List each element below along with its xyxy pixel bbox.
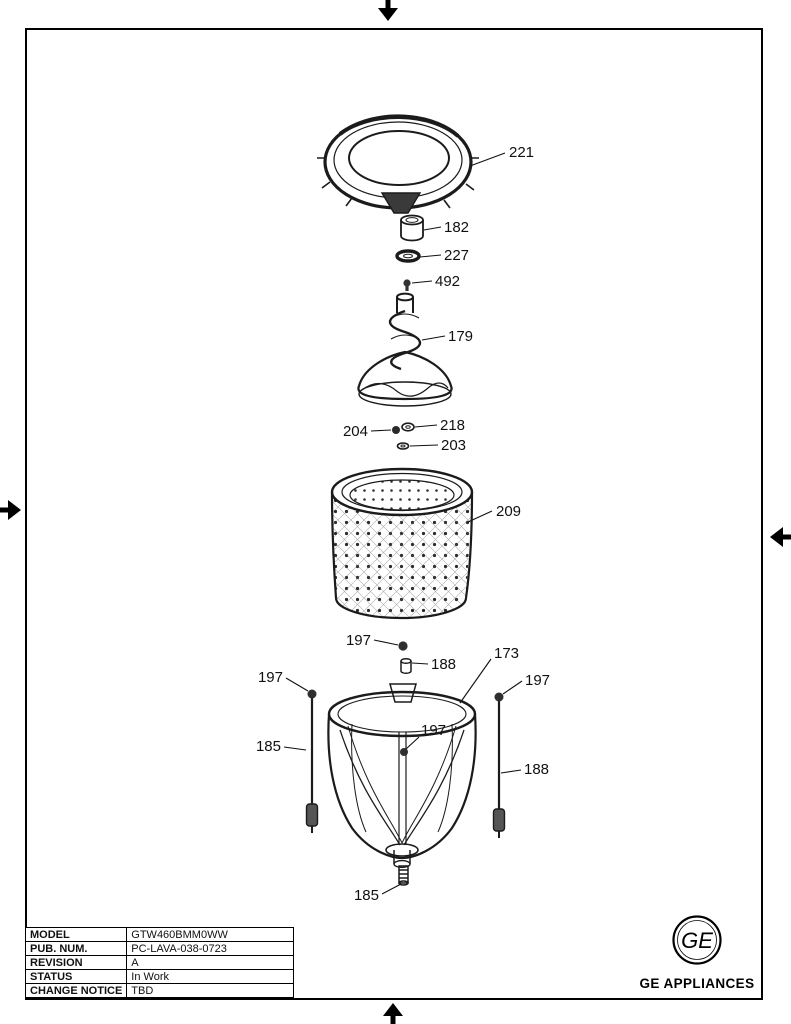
part-227-seal [395, 249, 421, 263]
title-block-label: REVISION [24, 955, 128, 970]
callout-221: 221 [509, 144, 534, 161]
registration-arrow-left [0, 500, 21, 520]
title-block-value: In Work [126, 969, 295, 984]
callout-218: 218 [440, 417, 465, 434]
ge-logo: GE GE APPLIANCES [640, 915, 755, 991]
part-197-bolt-tub [400, 748, 408, 756]
registration-arrow-top [378, 0, 398, 21]
part-218-washer [401, 422, 415, 432]
title-block-value: PC-LAVA-038-0723 [126, 941, 295, 956]
callout-185-bottom: 185 [354, 887, 379, 904]
callout-185-left: 185 [256, 738, 281, 755]
callout-492: 492 [435, 273, 460, 290]
part-221-tub-cover [317, 114, 479, 214]
callout-188-right: 188 [524, 761, 549, 778]
title-block-value: GTW460BMM0WW [126, 927, 295, 942]
callout-203: 203 [441, 437, 466, 454]
title-block-row-pubnum: PUB. NUM. PC-LAVA-038-0723 [24, 941, 295, 956]
ge-brand-text: GE APPLIANCES [640, 976, 755, 991]
part-197-bolt-basket [398, 641, 408, 651]
ge-monogram: GE [681, 928, 713, 953]
part-185-stem [398, 865, 409, 886]
part-203-washer [396, 442, 410, 450]
title-block-row-status: STATUS In Work [24, 969, 295, 984]
title-block-row-model: MODEL GTW460BMM0WW [24, 927, 295, 942]
ge-monogram-circle [672, 915, 722, 965]
part-185-rod-left [305, 689, 319, 833]
title-block-label: PUB. NUM. [24, 941, 128, 956]
part-188-rod-right [492, 692, 506, 838]
callout-197-left: 197 [258, 669, 283, 686]
callout-197-tub: 197 [421, 722, 446, 739]
title-block-row-changenotice: CHANGE NOTICE TBD [24, 983, 295, 998]
callout-227: 227 [444, 247, 469, 264]
title-block-value: A [126, 955, 295, 970]
callout-labels: 221 182 227 492 179 218 204 203 209 197 … [256, 144, 550, 904]
part-188-spacer-center [400, 657, 412, 675]
callout-188-center: 188 [431, 656, 456, 673]
callout-204: 204 [343, 423, 368, 440]
title-block-label: CHANGE NOTICE [24, 983, 128, 998]
part-209-basket [330, 467, 474, 620]
title-block-label: STATUS [24, 969, 128, 984]
part-492-fastener [403, 279, 411, 291]
title-block-value: TBD [126, 983, 295, 998]
part-173-tub [327, 683, 477, 869]
callout-197-basket: 197 [346, 632, 371, 649]
callout-179: 179 [448, 328, 473, 345]
title-block-label: MODEL [24, 927, 128, 942]
part-179-agitator [357, 292, 453, 407]
part-182-bushing [400, 214, 424, 242]
callout-197-right: 197 [525, 672, 550, 689]
callout-173: 173 [494, 645, 519, 662]
title-block: MODEL GTW460BMM0WW PUB. NUM. PC-LAVA-038… [24, 927, 295, 998]
title-block-row-revision: REVISION A [24, 955, 295, 970]
part-204-bolt [392, 426, 400, 434]
callout-209: 209 [496, 503, 521, 520]
callout-182: 182 [444, 219, 469, 236]
registration-arrow-bottom [383, 1003, 403, 1024]
leader-lines [283, 152, 523, 895]
registration-arrow-right [770, 527, 791, 547]
